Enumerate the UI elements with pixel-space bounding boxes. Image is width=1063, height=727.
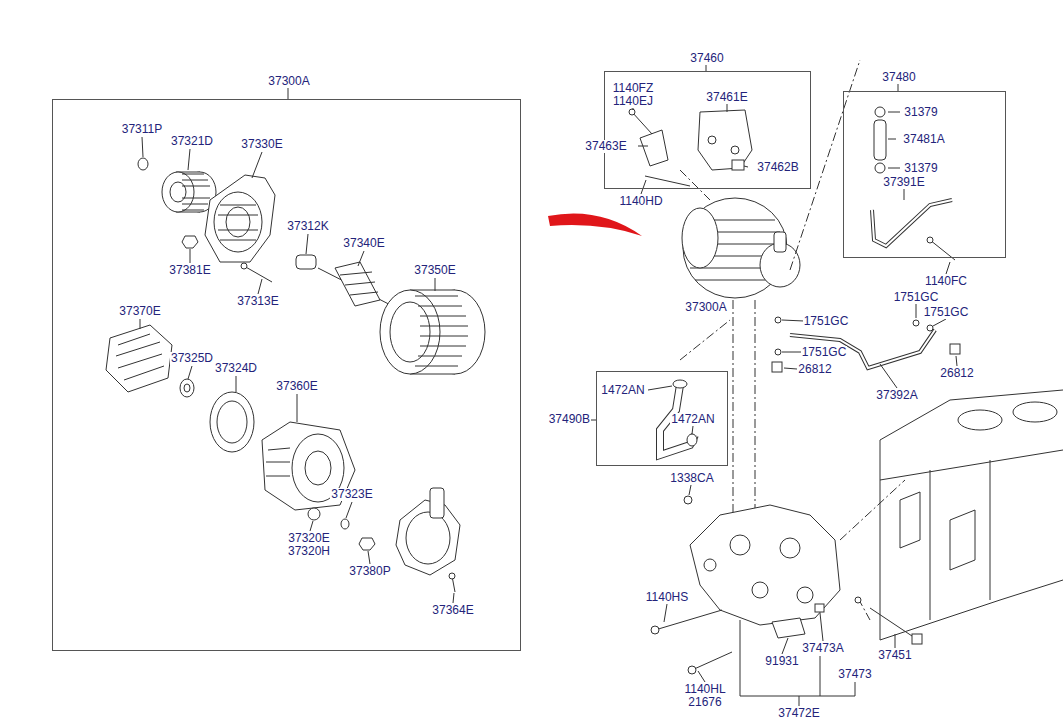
callout-number: 37325D [170, 352, 214, 365]
group-box: 37300A [52, 99, 521, 651]
callout-number: 37312K [286, 220, 329, 233]
callout-number: 37320H [287, 545, 331, 558]
callout-number: 26812 [797, 363, 832, 376]
callout-number: 37462B [756, 161, 799, 174]
callout-number: 1140FC [924, 275, 968, 288]
callout-number: 1472AN [600, 384, 645, 397]
callout-number: 1140HL [683, 683, 726, 696]
callout-number: 37340E [342, 237, 385, 250]
assembly-number: 37480 [881, 71, 916, 84]
callout-number: 1751GC [801, 346, 848, 359]
callout-number: 37473A [801, 642, 844, 655]
callout-number: 37313E [236, 295, 279, 308]
assembly-number: 37460 [689, 52, 724, 65]
callout-number: 1751GC [923, 306, 970, 319]
callout-number: 21676 [687, 696, 722, 709]
callout-number: 26812 [939, 367, 974, 380]
callout-number: 31379 [903, 162, 938, 175]
callout-number: 37320E [287, 532, 330, 545]
callout-number: 37451 [877, 649, 912, 662]
callout-number: 91931 [764, 655, 799, 668]
callout-number: 37350E [413, 264, 456, 277]
callout-number: 37473 [837, 668, 872, 681]
callout-number: 37311P [121, 123, 163, 136]
callout-number: 37300A [684, 301, 727, 314]
callout-number: 1140FZ [612, 82, 654, 95]
callout-number: 37391E [882, 176, 925, 189]
callout-number: 1140HS [645, 591, 689, 604]
callout-number: 37392A [875, 389, 918, 402]
assembly-number: 37490B [548, 413, 591, 426]
callout-number: 37321D [170, 135, 214, 148]
callout-number: 1751GC [803, 315, 850, 328]
callout-number: 1140HD [618, 195, 663, 208]
callout-number: 1751GC [893, 291, 940, 304]
callout-number: 37360E [275, 380, 318, 393]
callout-number: 37481A [902, 133, 945, 146]
callout-number: 37323E [330, 488, 373, 501]
callout-number: 37472E [777, 707, 820, 720]
callout-number: 37370E [118, 305, 161, 318]
callout-number: 37463E [584, 140, 627, 153]
callout-number: 1140EJ [612, 95, 654, 108]
callout-number: 1338CA [669, 472, 714, 485]
callout-number: 37324D [214, 362, 258, 375]
callout-number: 37461E [705, 91, 748, 104]
callout-number: 37364E [431, 604, 474, 617]
callout-number: 37330E [240, 138, 283, 151]
callout-number: 31379 [903, 106, 938, 119]
callout-number: 37380P [348, 565, 391, 578]
callout-number: 1472AN [670, 413, 715, 426]
callout-number: 37381E [168, 264, 211, 277]
assembly-number: 37300A [267, 75, 310, 88]
